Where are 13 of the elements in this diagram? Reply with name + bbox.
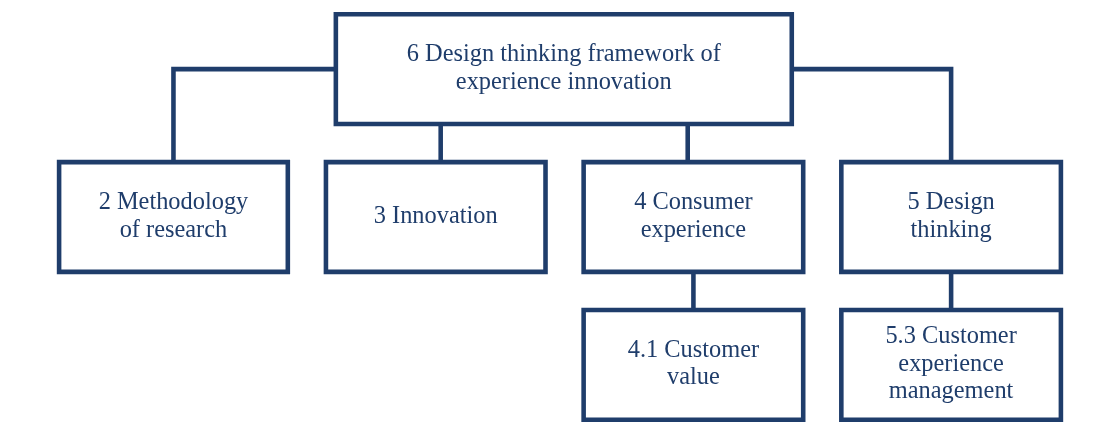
node-box: 5 Design thinking [839, 159, 1064, 275]
connector [791, 66, 954, 162]
connector [948, 272, 954, 310]
connector [171, 66, 336, 162]
node-box: 4 Consumer experience [581, 159, 806, 275]
connector [438, 124, 443, 162]
node-box: 2 Methodology of research [56, 159, 291, 275]
node-box: 5.3 Customer experience management [839, 307, 1064, 423]
connector [685, 124, 690, 162]
connector [691, 272, 696, 310]
node-box: 4.1 Customer value [581, 307, 806, 423]
node-box: 6 Design thinking framework of experience innovation [333, 11, 795, 127]
node-box: 3 Innovation [323, 159, 548, 275]
